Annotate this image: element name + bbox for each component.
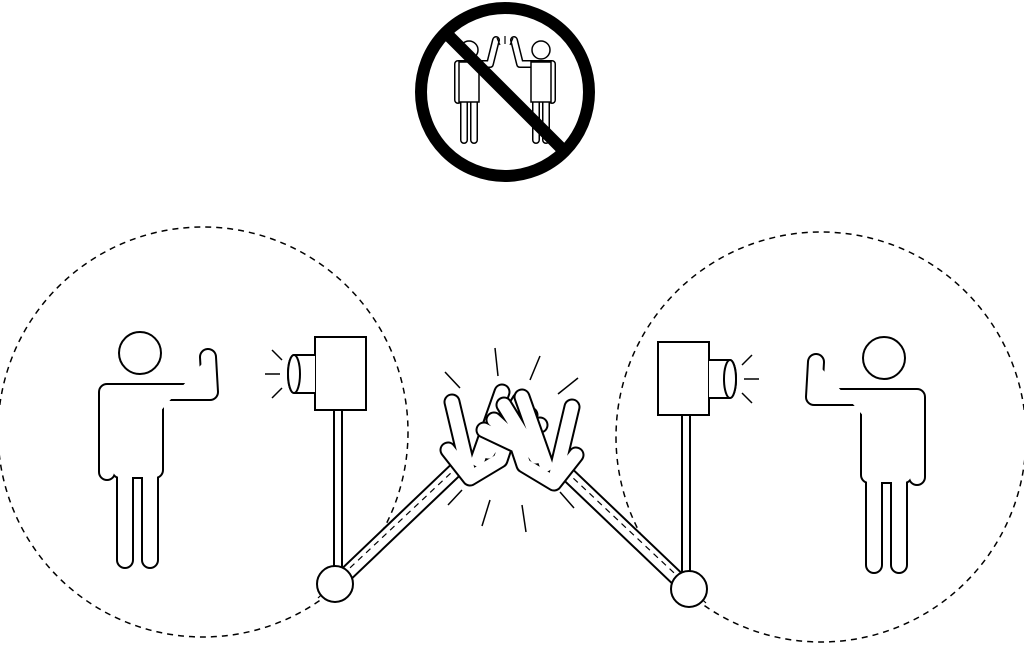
- person-waving-icon: [0, 227, 540, 637]
- right-station: [484, 232, 1024, 642]
- no-high-five-sign-icon: [415, 2, 595, 182]
- person-waving-icon: [484, 232, 1024, 642]
- left-station: [0, 227, 540, 637]
- impact-sparks: [444, 347, 579, 533]
